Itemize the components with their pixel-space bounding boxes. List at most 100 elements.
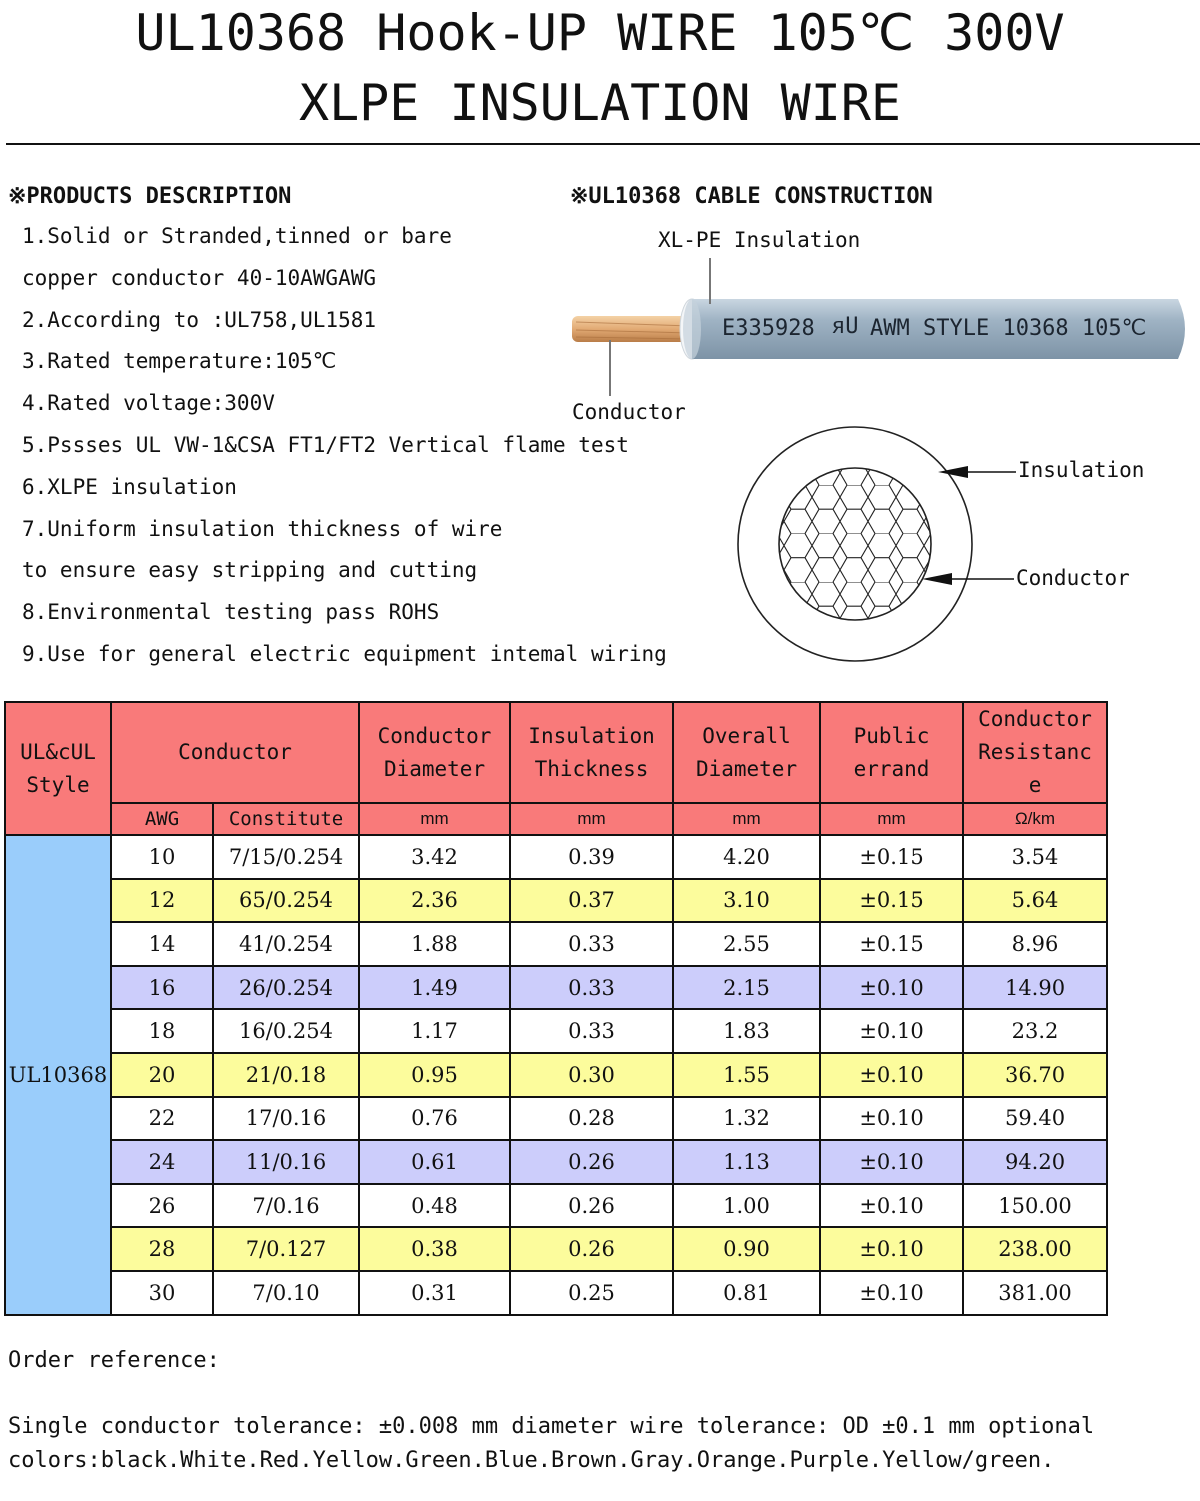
- conductor-resistance-cell: 381.00: [962, 1269, 1109, 1316]
- cable-print-style: AWM STYLE 10368 105℃: [870, 316, 1147, 341]
- order-colors-line: colors:black.White.Red.Yellow.Green.Blue…: [8, 1448, 1055, 1473]
- title-divider: [6, 143, 1200, 145]
- insulation-thickness-cell: 0.33: [509, 921, 675, 967]
- description-line: 9.Use for general electric equipment int…: [22, 641, 667, 666]
- insulation-thickness-cell: 0.39: [509, 834, 675, 880]
- public-errand-cell: ±0.10: [819, 964, 965, 1011]
- products-description-list: 1.Solid or Stranded,tinned or bare coppe…: [22, 216, 722, 676]
- insulation-thickness-cell: 0.26: [509, 1226, 675, 1272]
- public-errand-cell: ±0.10: [819, 1008, 965, 1054]
- conductor-resistance-cell: 150.00: [962, 1182, 1109, 1229]
- public-errand-cell: ±0.10: [819, 1051, 965, 1098]
- constitute-cell: 7/0.16: [211, 1182, 361, 1229]
- xlpe-insulation-label: XL-PE Insulation: [658, 228, 861, 252]
- cable-cross-section-icon: [737, 426, 973, 662]
- overall-diameter-cell: 1.13: [672, 1139, 822, 1185]
- insulation-label-cross: Insulation: [1018, 458, 1145, 482]
- awg-cell: 18: [110, 1008, 214, 1054]
- conductor-diameter-cell: 0.61: [358, 1139, 512, 1185]
- conductor-resistance-cell: 23.2: [962, 1008, 1109, 1054]
- conductor-diameter-cell: 1.88: [358, 921, 512, 967]
- constitute-cell: 11/0.16: [211, 1139, 361, 1185]
- unit-cell: mm: [509, 802, 675, 836]
- description-line: 7.Uniform insulation thickness of wire: [22, 516, 503, 541]
- awg-cell: 10: [110, 834, 214, 880]
- conductor-resistance-cell: 59.40: [962, 1095, 1109, 1142]
- header-conductor: Conductor: [109, 701, 361, 804]
- awg-cell: 26: [110, 1182, 214, 1229]
- description-line: 8.Environmental testing pass ROHS: [22, 600, 440, 625]
- order-tolerance-line: Single conductor tolerance: ±0.008 mm di…: [8, 1414, 1095, 1439]
- public-errand-cell: ±0.10: [819, 1226, 965, 1272]
- constitute-cell: 7/0.127: [211, 1226, 361, 1272]
- conductor-diameter-cell: 0.48: [358, 1182, 512, 1229]
- conductor-diameter-cell: 0.38: [358, 1226, 512, 1272]
- overall-diameter-cell: 2.15: [672, 964, 822, 1011]
- overall-diameter-cell: 0.90: [672, 1226, 822, 1272]
- unit-cell: Ω/km: [962, 802, 1109, 836]
- conductor-diameter-cell: 0.31: [358, 1269, 512, 1316]
- conductor-arrow-icon: [922, 573, 1014, 585]
- conductor-resistance-cell: 5.64: [962, 877, 1109, 924]
- constitute-cell: 41/0.254: [211, 921, 361, 967]
- description-line: 4.Rated voltage:300V: [22, 391, 275, 416]
- overall-diameter-cell: 2.55: [672, 921, 822, 967]
- public-errand-cell: ±0.10: [819, 1182, 965, 1229]
- overall-diameter-cell: 1.32: [672, 1095, 822, 1142]
- conductor-label-cross: Conductor: [1016, 566, 1130, 590]
- overall-diameter-cell: 1.55: [672, 1051, 822, 1098]
- awg-cell: 28: [110, 1226, 214, 1272]
- conductor-diameter-cell: 1.49: [358, 964, 512, 1011]
- conductor-diameter-cell: 0.95: [358, 1051, 512, 1098]
- cable-construction-illustration: [572, 258, 1185, 662]
- conductor-diameter-cell: 2.36: [358, 877, 512, 924]
- public-errand-cell: ±0.10: [819, 1095, 965, 1142]
- insulation-thickness-cell: 0.37: [509, 877, 675, 924]
- cable-print-id: E335928: [722, 316, 815, 341]
- order-reference-heading: Order reference:: [8, 1348, 220, 1373]
- constitute-cell: 17/0.16: [211, 1095, 361, 1142]
- insulation-thickness-cell: 0.26: [509, 1139, 675, 1185]
- public-errand-cell: ±0.15: [819, 834, 965, 880]
- header-awg: AWG: [110, 802, 214, 836]
- cable-jacket-icon: [683, 299, 1185, 359]
- description-line: 6.XLPE insulation: [22, 474, 237, 499]
- constitute-cell: 16/0.254: [211, 1008, 361, 1054]
- conductor-resistance-cell: 3.54: [962, 834, 1109, 880]
- public-errand-cell: ±0.15: [819, 877, 965, 924]
- constitute-cell: 65/0.254: [211, 877, 361, 924]
- public-errand-cell: ±0.10: [819, 1269, 965, 1316]
- awg-cell: 14: [110, 921, 214, 967]
- awg-cell: 12: [110, 877, 214, 924]
- conductor-diameter-cell: 1.17: [358, 1008, 512, 1054]
- awg-cell: 30: [110, 1269, 214, 1316]
- description-line: 2.According to :UL758,UL1581: [22, 307, 377, 332]
- constitute-cell: 7/15/0.254: [211, 834, 361, 880]
- constitute-cell: 7/0.10: [211, 1269, 361, 1316]
- awg-cell: 16: [110, 964, 214, 1011]
- conductor-resistance-cell: 36.70: [962, 1051, 1109, 1098]
- public-errand-cell: ±0.15: [819, 921, 965, 967]
- insulation-thickness-cell: 0.33: [509, 1008, 675, 1054]
- table-subheader-row: AWG Constitute mm mm mm mm Ω/km: [5, 802, 1109, 836]
- description-line: 3.Rated temperature:105℃: [22, 349, 337, 374]
- conductor-resistance-cell: 238.00: [962, 1226, 1109, 1272]
- description-line: to ensure easy stripping and cutting: [22, 558, 478, 583]
- description-line: copper conductor 40-10AWGAWG: [22, 265, 377, 290]
- awg-cell: 24: [110, 1139, 214, 1185]
- unit-cell: mm: [819, 802, 965, 836]
- page-title-line-2: XLPE INSULATION WIRE: [298, 74, 902, 132]
